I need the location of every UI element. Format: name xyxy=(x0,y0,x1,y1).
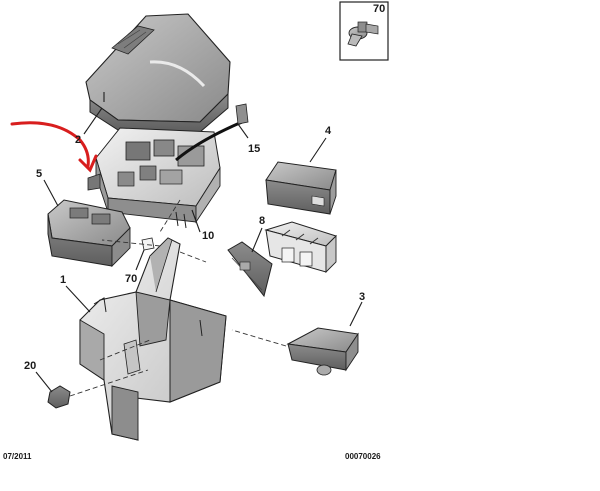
callout-10: 10 xyxy=(202,230,214,242)
leader-lines xyxy=(35,107,363,393)
housing-part-1 xyxy=(79,237,227,441)
callout-3: 3 xyxy=(359,291,365,303)
assembly-lines xyxy=(69,199,287,397)
connector-part-15 xyxy=(175,103,249,162)
callout-1: 1 xyxy=(60,274,66,286)
callout-15: 15 xyxy=(248,143,260,155)
callout-5: 5 xyxy=(36,168,42,180)
red-arrow-icon xyxy=(10,121,90,168)
callout-4: 4 xyxy=(325,125,332,137)
clip-70-inset xyxy=(339,1,389,61)
callout-70: 70 xyxy=(125,273,137,285)
cover-part-4 xyxy=(265,161,337,215)
callout-70-inset: 70 xyxy=(373,3,385,15)
clip-part-70 xyxy=(141,237,155,251)
callout-2: 2 xyxy=(75,134,81,146)
relay-block-part-5 xyxy=(47,199,131,268)
cover-part-2 xyxy=(85,13,231,133)
fusebox-part-10 xyxy=(87,127,221,229)
relay-part-3 xyxy=(286,327,359,376)
callout-20: 20 xyxy=(24,360,36,372)
clip-icon xyxy=(347,21,379,47)
fuse-holder-part-8 xyxy=(227,221,337,298)
footer-reference: 00070026 xyxy=(345,452,381,461)
footer-date: 07/2011 xyxy=(3,452,32,461)
red-arrowhead xyxy=(78,154,98,173)
clip-part-20 xyxy=(47,385,71,409)
callout-8: 8 xyxy=(259,215,265,227)
